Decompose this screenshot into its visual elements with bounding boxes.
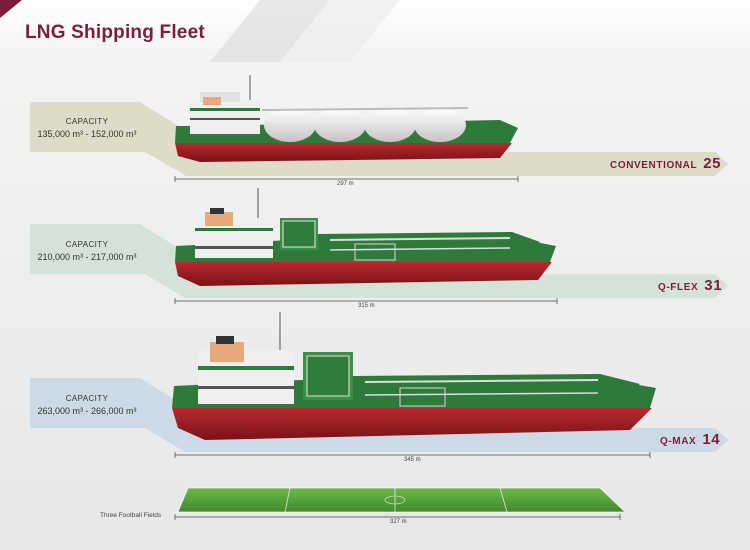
ship-conventional xyxy=(175,75,518,162)
length-label-field: 327 m xyxy=(390,519,407,525)
fleet-name: Q-FLEX xyxy=(658,282,699,293)
capacity-range: 210,000 m³ - 217,000 m³ xyxy=(37,252,137,262)
length-label-conventional: 297 m xyxy=(337,181,354,187)
capacity-label-qmax: CAPACITY 263,000 m³ - 266,000 m³ xyxy=(32,393,142,417)
fleet-count: 14 xyxy=(702,431,721,448)
capacity-range: 263,000 m³ - 266,000 m³ xyxy=(37,406,137,416)
capacity-label-conventional: CAPACITY 135,000 m³ - 152,000 m³ xyxy=(32,116,142,140)
capacity-band-qmax xyxy=(30,378,185,452)
header-stripe xyxy=(280,0,400,62)
length-label-qmax: 345 m xyxy=(404,457,421,463)
capacity-title: CAPACITY xyxy=(65,240,109,249)
capacity-band-conventional xyxy=(30,102,185,175)
ship-qflex xyxy=(175,188,556,286)
fleet-name: CONVENTIONAL xyxy=(610,160,698,171)
page-title: LNG Shipping Fleet xyxy=(25,22,205,43)
fleet-count: 25 xyxy=(703,155,722,172)
football-fields xyxy=(177,487,626,513)
capacity-label-qflex: CAPACITY 210,000 m³ - 217,000 m³ xyxy=(32,239,142,263)
ship-qmax xyxy=(172,312,656,440)
fleet-name: Q-MAX xyxy=(660,436,697,447)
capacity-band-qflex xyxy=(30,224,185,298)
length-label-qflex: 315 m xyxy=(358,303,375,309)
header-stripe xyxy=(210,0,330,62)
capacity-title: CAPACITY xyxy=(65,394,109,403)
fleet-label-conventional: CONVENTIONAL 25 xyxy=(610,155,721,172)
fleet-label-qmax: Q-MAX 14 xyxy=(660,431,720,448)
fleet-count: 31 xyxy=(704,277,723,294)
field-label: Three Football Fields xyxy=(100,512,162,519)
capacity-range: 135,000 m³ - 152,000 m³ xyxy=(37,129,137,139)
capacity-title: CAPACITY xyxy=(65,117,109,126)
corner-accent xyxy=(0,0,22,18)
fleet-label-qflex: Q-FLEX 31 xyxy=(658,277,722,294)
